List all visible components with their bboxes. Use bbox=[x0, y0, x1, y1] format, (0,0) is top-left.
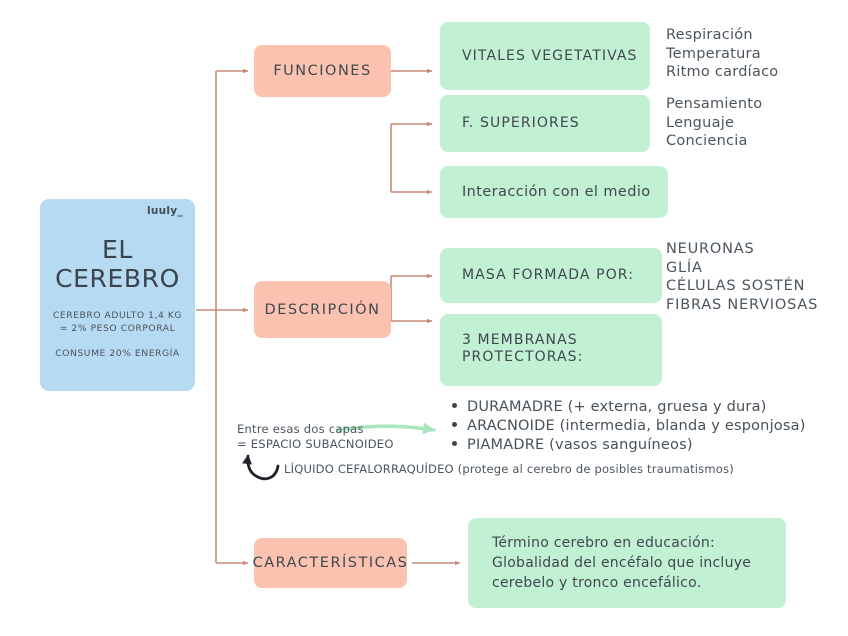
side-list-masa-formada-por: NEURONAS GLÍA CÉLULAS SOSTÉN FIBRAS NERV… bbox=[666, 241, 819, 313]
detail-label-f-superiores: F. SUPERIORES bbox=[462, 115, 580, 131]
detail-label-vitales-vegetativas: VITALES VEGETATIVAS bbox=[462, 47, 638, 64]
detail-box-tres-membranas[interactable]: 3 MEMBRANAS PROTECTORAS: bbox=[440, 314, 662, 386]
side-list-f-superiores: Pensamiento Lenguaje Conciencia bbox=[666, 96, 763, 149]
funciones-connectors bbox=[390, 68, 433, 195]
annotation-liquido-cefalorraquideo: LÍQUIDO CEFALORRAQUÍDEO (protege al cere… bbox=[284, 462, 734, 476]
root-title-line2: CEREBRO bbox=[55, 264, 180, 293]
liquido-curved-arrow-icon bbox=[242, 454, 280, 481]
root-fact-energy: CONSUME 20% ENERGÍA bbox=[55, 348, 180, 359]
category-box-funciones[interactable]: FUNCIONES bbox=[254, 45, 391, 97]
membrane-label-piamadre: PIAMADRE (vasos sanguíneos) bbox=[467, 437, 693, 453]
membrane-label-duramadre: DURAMADRE (+ externa, gruesa y dura) bbox=[467, 399, 767, 415]
root-fact-weight: CEREBRO ADULTO 1,4 KG = 2% PESO CORPORAL bbox=[52, 310, 183, 334]
list-item: DURAMADRE (+ externa, gruesa y dura) bbox=[452, 398, 806, 417]
annotation-espacio-subaracnoideo: Entre esas dos capas = ESPACIO SUBACNOID… bbox=[237, 422, 394, 451]
detail-box-f-superiores[interactable]: F. SUPERIORES bbox=[440, 95, 650, 152]
category-label-caracteristicas: CARACTERÍSTICAS bbox=[252, 555, 409, 571]
category-label-descripcion: DESCRIPCIÓN bbox=[264, 301, 381, 318]
watermark-label: luuly_ bbox=[146, 205, 183, 217]
bullet-dot-icon bbox=[452, 422, 457, 427]
detail-label-interaccion-medio: Interacción con el medio bbox=[462, 183, 651, 200]
membrane-label-aracnoide: ARACNOIDE (intermedia, blanda y esponjos… bbox=[467, 418, 806, 434]
bullet-dot-icon bbox=[452, 403, 457, 408]
root-title-line1: EL bbox=[102, 235, 133, 264]
descripcion-connectors bbox=[390, 273, 433, 324]
membrane-bullet-list: DURAMADRE (+ externa, gruesa y dura) ARA… bbox=[452, 398, 806, 455]
detail-box-interaccion-medio[interactable]: Interacción con el medio bbox=[440, 166, 668, 218]
side-list-vitales-vegetativas: Respiración Temperatura Ritmo cardíaco bbox=[666, 27, 779, 80]
page-title: EL CEREBRO bbox=[50, 235, 185, 293]
detail-label-termino-cerebro: Término cerebro en educación: Globalidad… bbox=[492, 535, 752, 591]
detail-box-masa-formada-por[interactable]: MASA FORMADA POR: bbox=[440, 248, 662, 303]
detail-box-termino-cerebro[interactable]: Término cerebro en educación: Globalidad… bbox=[468, 518, 786, 608]
list-item: PIAMADRE (vasos sanguíneos) bbox=[452, 436, 806, 455]
category-box-caracteristicas[interactable]: CARACTERÍSTICAS bbox=[252, 538, 409, 588]
detail-label-tres-membranas: 3 MEMBRANAS PROTECTORAS: bbox=[462, 332, 584, 365]
bullet-dot-icon bbox=[452, 441, 457, 446]
list-item: ARACNOIDE (intermedia, blanda y esponjos… bbox=[452, 417, 806, 436]
root-trunk-connector bbox=[196, 68, 249, 566]
category-label-funciones: FUNCIONES bbox=[273, 63, 372, 79]
root-concept-card[interactable]: luuly_ EL CEREBRO CEREBRO ADULTO 1,4 KG … bbox=[40, 199, 195, 391]
category-box-descripcion[interactable]: DESCRIPCIÓN bbox=[254, 281, 391, 338]
detail-label-masa-formada-por: MASA FORMADA POR: bbox=[462, 267, 635, 283]
detail-box-vitales-vegetativas[interactable]: VITALES VEGETATIVAS bbox=[440, 22, 650, 90]
